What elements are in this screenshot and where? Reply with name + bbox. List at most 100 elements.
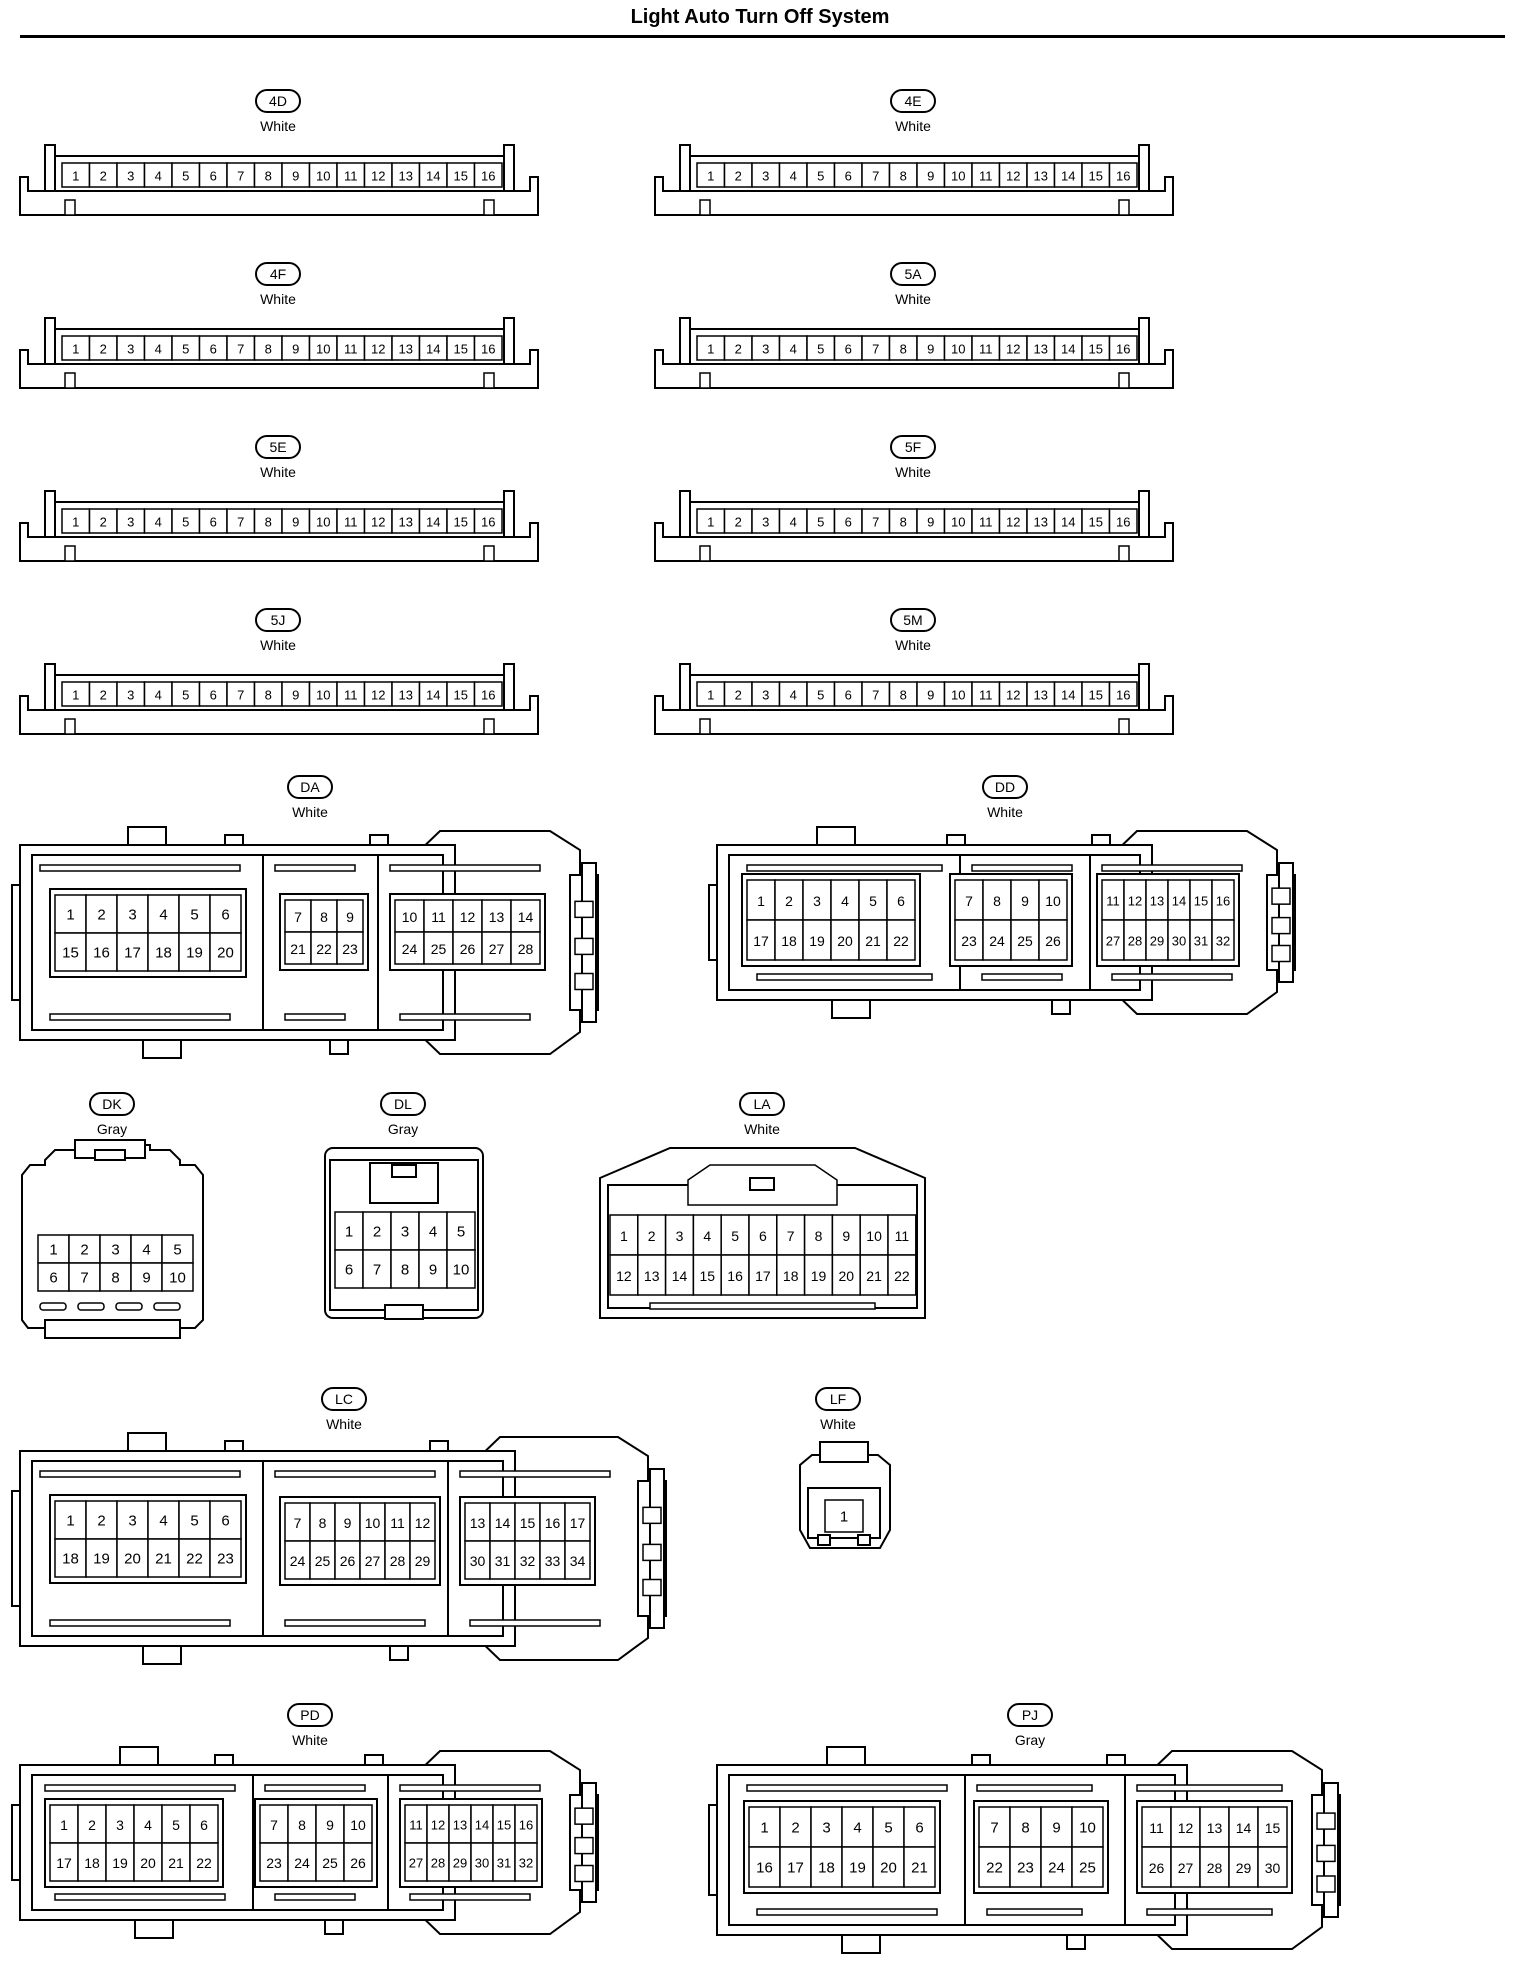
pin-cell bbox=[514, 1540, 541, 1580]
pin-number: 9 bbox=[346, 909, 354, 925]
pin-cell bbox=[287, 1804, 317, 1844]
connector-color: White bbox=[260, 291, 296, 307]
pin-number: 8 bbox=[900, 342, 907, 357]
pin-number: 13 bbox=[453, 1818, 467, 1833]
latch-slot bbox=[574, 900, 594, 919]
pin-cell bbox=[609, 1254, 639, 1296]
pin-number: 29 bbox=[453, 1856, 467, 1871]
pin-number: 2 bbox=[735, 688, 742, 703]
latch-slot bbox=[409, 1893, 531, 1901]
pin-number: 14 bbox=[1172, 894, 1186, 909]
pin-cell bbox=[336, 335, 366, 361]
pin-number: 22 bbox=[196, 1855, 212, 1871]
latch-slot bbox=[54, 1893, 226, 1901]
strip-post bbox=[679, 663, 691, 711]
pin-cell bbox=[1071, 1806, 1104, 1848]
latch-slot bbox=[574, 1807, 594, 1825]
pin-number: 9 bbox=[842, 1228, 850, 1244]
pin-number: 14 bbox=[426, 169, 440, 184]
pin-number: 13 bbox=[489, 909, 505, 925]
pin-number: 10 bbox=[866, 1228, 882, 1244]
pin-number: 13 bbox=[1034, 342, 1048, 357]
pin-number: 20 bbox=[880, 1860, 897, 1877]
pin-cell bbox=[872, 1806, 905, 1848]
pin-cell bbox=[452, 899, 483, 933]
pin-number: 13 bbox=[1034, 688, 1048, 703]
pin-cell bbox=[198, 508, 228, 534]
pin-number: 5 bbox=[172, 1817, 180, 1833]
connector-color: White bbox=[895, 464, 931, 480]
page-title: Light Auto Turn Off System bbox=[630, 6, 890, 28]
pin-number: 17 bbox=[787, 1860, 804, 1877]
pin-number: 1 bbox=[757, 893, 765, 909]
strip-foot bbox=[483, 718, 495, 735]
housing-latch bbox=[391, 1164, 417, 1178]
pin-cell bbox=[916, 162, 946, 188]
pin-cell bbox=[473, 508, 503, 534]
pin-number: 9 bbox=[344, 1515, 352, 1531]
strip-foot bbox=[1118, 545, 1130, 562]
latch-slot bbox=[642, 1543, 662, 1562]
pin-number: 17 bbox=[753, 933, 769, 949]
pin-number: 7 bbox=[965, 893, 973, 909]
pin-number: 28 bbox=[431, 1856, 445, 1871]
pin-number: 14 bbox=[672, 1268, 688, 1284]
pin-cell bbox=[473, 162, 503, 188]
pin-cell bbox=[1141, 1806, 1172, 1848]
housing-latch bbox=[749, 1177, 775, 1191]
pin-number: 11 bbox=[1106, 894, 1120, 909]
pin-number: 11 bbox=[431, 909, 446, 925]
pin-cell bbox=[888, 335, 918, 361]
pin-number: 11 bbox=[344, 515, 358, 530]
pin-number: 21 bbox=[866, 1268, 882, 1284]
connector-code-badge bbox=[982, 775, 1028, 799]
pin-cell bbox=[161, 1262, 194, 1292]
latch-slot bbox=[1271, 887, 1291, 905]
pin-number: 20 bbox=[124, 1551, 141, 1568]
housing-edge bbox=[708, 884, 717, 961]
pin-number: 14 bbox=[518, 909, 534, 925]
pin-number: 22 bbox=[894, 1268, 910, 1284]
pin-number: 21 bbox=[168, 1855, 184, 1871]
pin-number: 19 bbox=[112, 1855, 128, 1871]
strip-post bbox=[1138, 490, 1150, 538]
connector-code-badge bbox=[890, 435, 936, 459]
pin-number: 4 bbox=[790, 169, 797, 184]
pin-number: 23 bbox=[217, 1551, 234, 1568]
strip-base bbox=[19, 522, 539, 562]
pin-number: 23 bbox=[342, 941, 358, 957]
pin-cell bbox=[446, 1211, 476, 1251]
pin-number: 9 bbox=[927, 169, 934, 184]
connector-color: Gray bbox=[388, 1121, 418, 1137]
connector-code: 4D bbox=[269, 93, 287, 109]
pin-number: 4 bbox=[853, 1820, 861, 1837]
connector-color: White bbox=[260, 637, 296, 653]
pin-cell bbox=[418, 508, 448, 534]
pin-cell bbox=[824, 1499, 864, 1533]
pin-number: 3 bbox=[822, 1820, 830, 1837]
pin-cell bbox=[806, 162, 836, 188]
pin-number: 17 bbox=[755, 1268, 771, 1284]
pin-number: 9 bbox=[429, 1262, 437, 1279]
pin-cell bbox=[116, 1538, 149, 1578]
pin-cell bbox=[510, 931, 541, 965]
pin-number: 2 bbox=[373, 1224, 381, 1241]
title-rule bbox=[20, 35, 1505, 38]
pin-number: 1 bbox=[620, 1228, 628, 1244]
pin-number: 4 bbox=[155, 688, 162, 703]
pin-cell bbox=[564, 1502, 591, 1542]
latch-slot bbox=[44, 1784, 236, 1792]
pin-cell bbox=[54, 1538, 87, 1578]
pin-cell bbox=[810, 1846, 843, 1888]
pin-number: 8 bbox=[815, 1228, 823, 1244]
pin-number: 23 bbox=[266, 1855, 282, 1871]
pin-cell bbox=[116, 932, 149, 972]
pin-number: 18 bbox=[84, 1855, 100, 1871]
pin-number: 3 bbox=[762, 515, 769, 530]
pin-number: 5 bbox=[182, 169, 189, 184]
pin-cell bbox=[281, 335, 311, 361]
